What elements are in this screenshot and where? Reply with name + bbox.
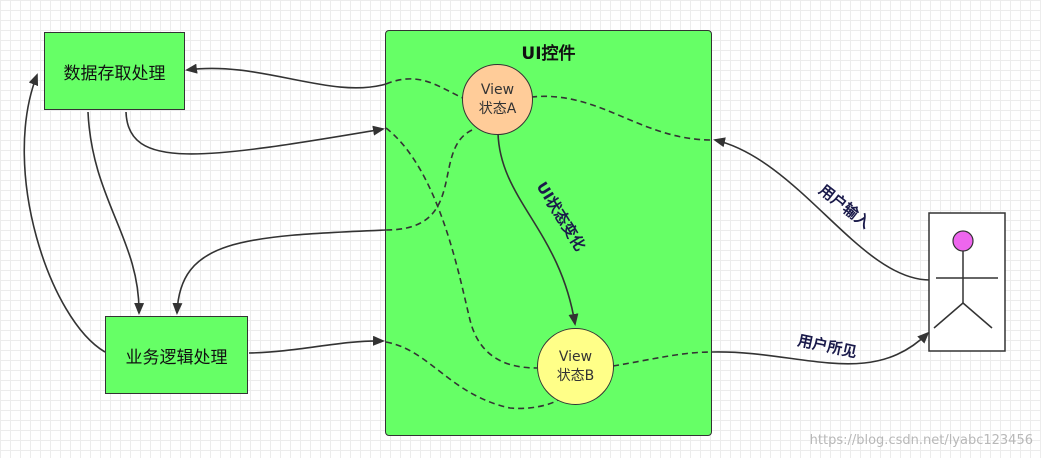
actor-head-icon [952, 230, 974, 252]
arrow-state-a-to-state-b [497, 132, 579, 326]
business-logic-label: 业务逻辑处理 [125, 347, 228, 368]
view-a-line2: 状态A [478, 100, 517, 117]
dashed-flow-top [385, 78, 713, 141]
arrow-user-input [713, 137, 931, 281]
arrow-business-to-ui [248, 335, 385, 354]
arrow-data-storage-to-ui [125, 111, 385, 155]
view-a-line1: View [480, 81, 515, 98]
view-state-b-node[interactable]: View 状态B [537, 328, 614, 405]
arrow-data-storage-to-business [87, 111, 145, 315]
data-storage-label: 数据存取处理 [63, 63, 166, 84]
label-user-sees: 用户所见 [796, 331, 858, 361]
watermark: https://blog.csdn.net/lyabc123456 [809, 433, 1033, 448]
ui-control-title: UI控件 [521, 44, 576, 64]
dashed-flow-bottom-left [385, 341, 559, 410]
user-actor [928, 212, 1006, 352]
label-user-input: 用户输入 [816, 181, 874, 232]
data-storage-node[interactable]: 数据存取处理 [44, 32, 185, 110]
arrow-user-sees [711, 331, 930, 365]
view-b-line2: 状态B [556, 367, 595, 384]
label-state-change: UI状态变化 [533, 179, 589, 254]
view-state-a-node[interactable]: View 状态A [462, 64, 533, 135]
arrow-ui-to-data-storage [185, 63, 387, 89]
arrow-ui-to-business [172, 229, 387, 315]
dashed-flow-cross-left [385, 129, 473, 231]
dashed-flow-diagonal [385, 127, 538, 369]
business-logic-node[interactable]: 业务逻辑处理 [105, 316, 248, 394]
dashed-flow-bottom-right [612, 351, 713, 367]
view-b-line1: View [558, 348, 593, 365]
arrow-business-to-data-storage [23, 73, 106, 353]
